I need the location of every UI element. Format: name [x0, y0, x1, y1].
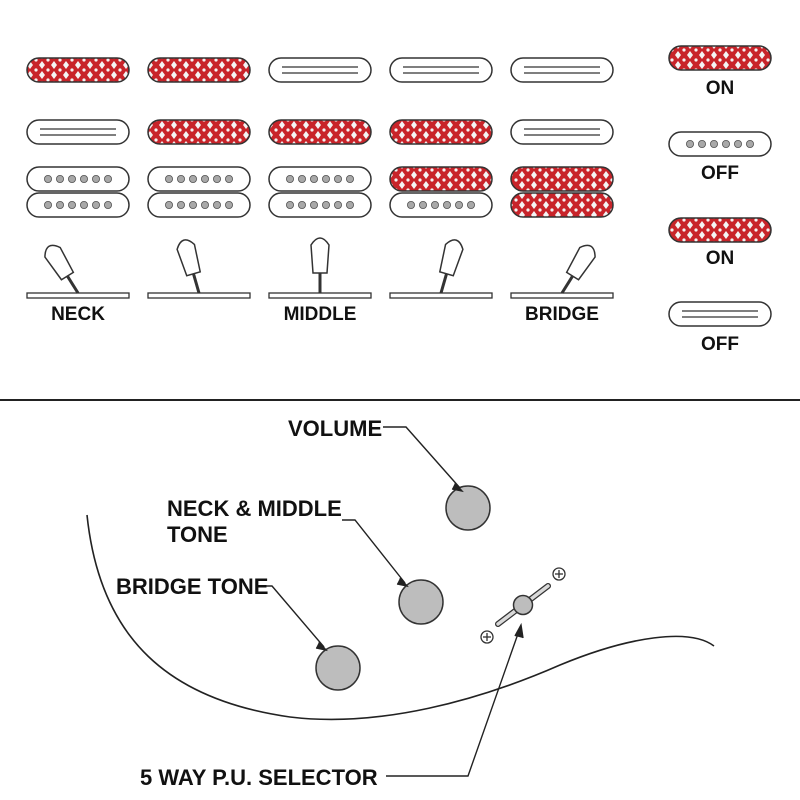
legend-single-coil-on	[668, 45, 772, 71]
legend-label-single-on: ON	[706, 78, 735, 99]
volume-knob	[445, 485, 491, 531]
neck-middle-tone-knob	[398, 579, 444, 625]
selector-lever-pos-2	[147, 239, 251, 299]
bridge-pickup-pos-1	[26, 166, 130, 218]
position-column-3	[268, 57, 372, 299]
position-column-5	[510, 57, 614, 299]
callout-lines	[258, 426, 524, 777]
legend-single-coil-off	[668, 301, 772, 327]
neck-pickup-pos-5	[510, 57, 614, 83]
bridge-tone-label: BRIDGE TONE	[116, 574, 268, 599]
bridge-pickup-pos-3	[268, 166, 372, 218]
position-column-1	[26, 57, 130, 299]
pickup-legend	[668, 45, 772, 327]
guitar-body-outline	[86, 514, 715, 721]
position-label-middle: MIDDLE	[284, 304, 357, 325]
neck-pickup-pos-4	[389, 57, 493, 83]
position-column-2	[147, 57, 251, 299]
middle-pickup-pos-4	[389, 119, 493, 145]
legend-label-humbucker-off: OFF	[701, 163, 739, 184]
neck-middle-tone-label-line1: NECK & MIDDLE	[167, 496, 342, 521]
neck-pickup-pos-1	[26, 57, 130, 83]
five-way-selector	[480, 567, 566, 644]
selector-lever-pos-3	[268, 237, 372, 299]
bridge-tone-callout-line	[258, 585, 325, 648]
neck-middle-tone-label-line2: TONE	[167, 522, 228, 547]
volume-label: VOLUME	[288, 416, 382, 441]
volume-callout-line	[383, 426, 461, 489]
legend-label-single-off: OFF	[701, 334, 739, 355]
position-label-neck: NECK	[51, 304, 105, 325]
position-label-bridge: BRIDGE	[525, 304, 599, 325]
switch-positions-chart	[26, 57, 614, 299]
middle-pickup-pos-3	[268, 119, 372, 145]
bridge-tone-knob	[315, 645, 361, 691]
selector-callout-line	[386, 627, 521, 777]
neck-pickup-pos-3	[268, 57, 372, 83]
middle-pickup-pos-1	[26, 119, 130, 145]
bridge-pickup-pos-5	[510, 166, 614, 218]
bridge-pickup-pos-4	[389, 166, 493, 218]
position-column-4	[389, 57, 493, 299]
selector-label: 5 WAY P.U. SELECTOR	[140, 765, 378, 790]
middle-pickup-pos-5	[510, 119, 614, 145]
selector-lever-pos-4	[389, 239, 493, 299]
selector-lever-pos-1	[26, 244, 130, 299]
middle-pickup-pos-2	[147, 119, 251, 145]
legend-label-humbucker-on: ON	[706, 248, 735, 269]
bridge-pickup-pos-2	[147, 166, 251, 218]
legend-humbucker-on	[668, 217, 772, 243]
legend-humbucker-off	[668, 131, 772, 157]
neck-pickup-pos-2	[147, 57, 251, 83]
neck-middle-tone-callout-line	[342, 519, 406, 584]
selector-lever-pos-5	[510, 244, 614, 299]
